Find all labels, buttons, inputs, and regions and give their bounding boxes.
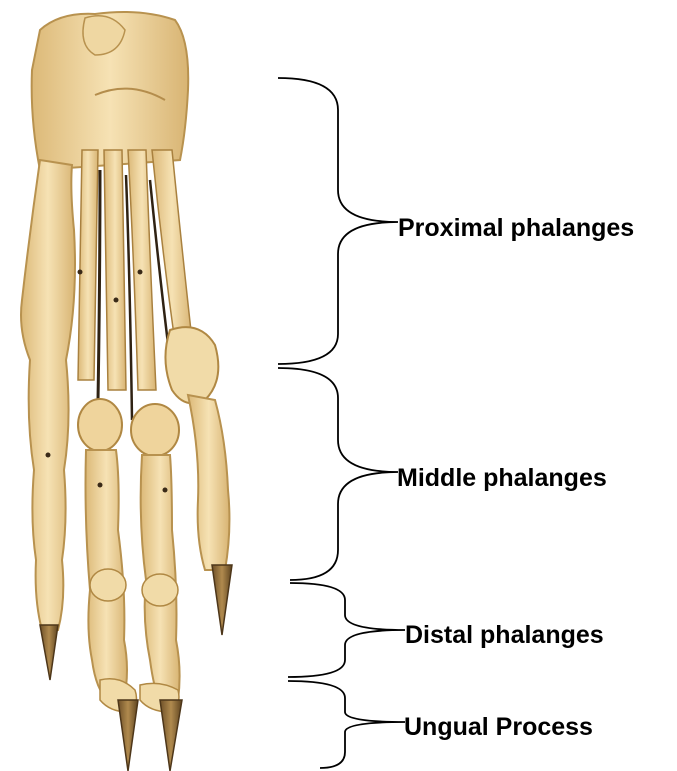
knuckle-right — [165, 327, 218, 403]
bracket-distal — [288, 583, 405, 677]
brackets — [278, 78, 405, 768]
bracket-ungual — [288, 681, 405, 768]
metatarsal-2 — [104, 150, 126, 390]
label-distal-phalanges: Distal phalanges — [405, 623, 604, 648]
digit-outer-left — [21, 160, 75, 630]
digit-right — [188, 395, 229, 570]
claw-1 — [40, 625, 58, 680]
label-middle-phalanges: Middle phalanges — [397, 466, 607, 491]
foot-skeleton-image — [21, 12, 232, 771]
label-proximal-phalanges: Proximal phalanges — [398, 216, 634, 241]
claw-2 — [212, 565, 232, 635]
bracket-middle — [278, 368, 398, 580]
label-ungual-process: Ungual Process — [404, 715, 593, 740]
claw-3 — [118, 700, 138, 771]
claw-4 — [160, 700, 182, 771]
bracket-proximal — [278, 78, 398, 364]
metatarsal-1 — [78, 150, 98, 380]
